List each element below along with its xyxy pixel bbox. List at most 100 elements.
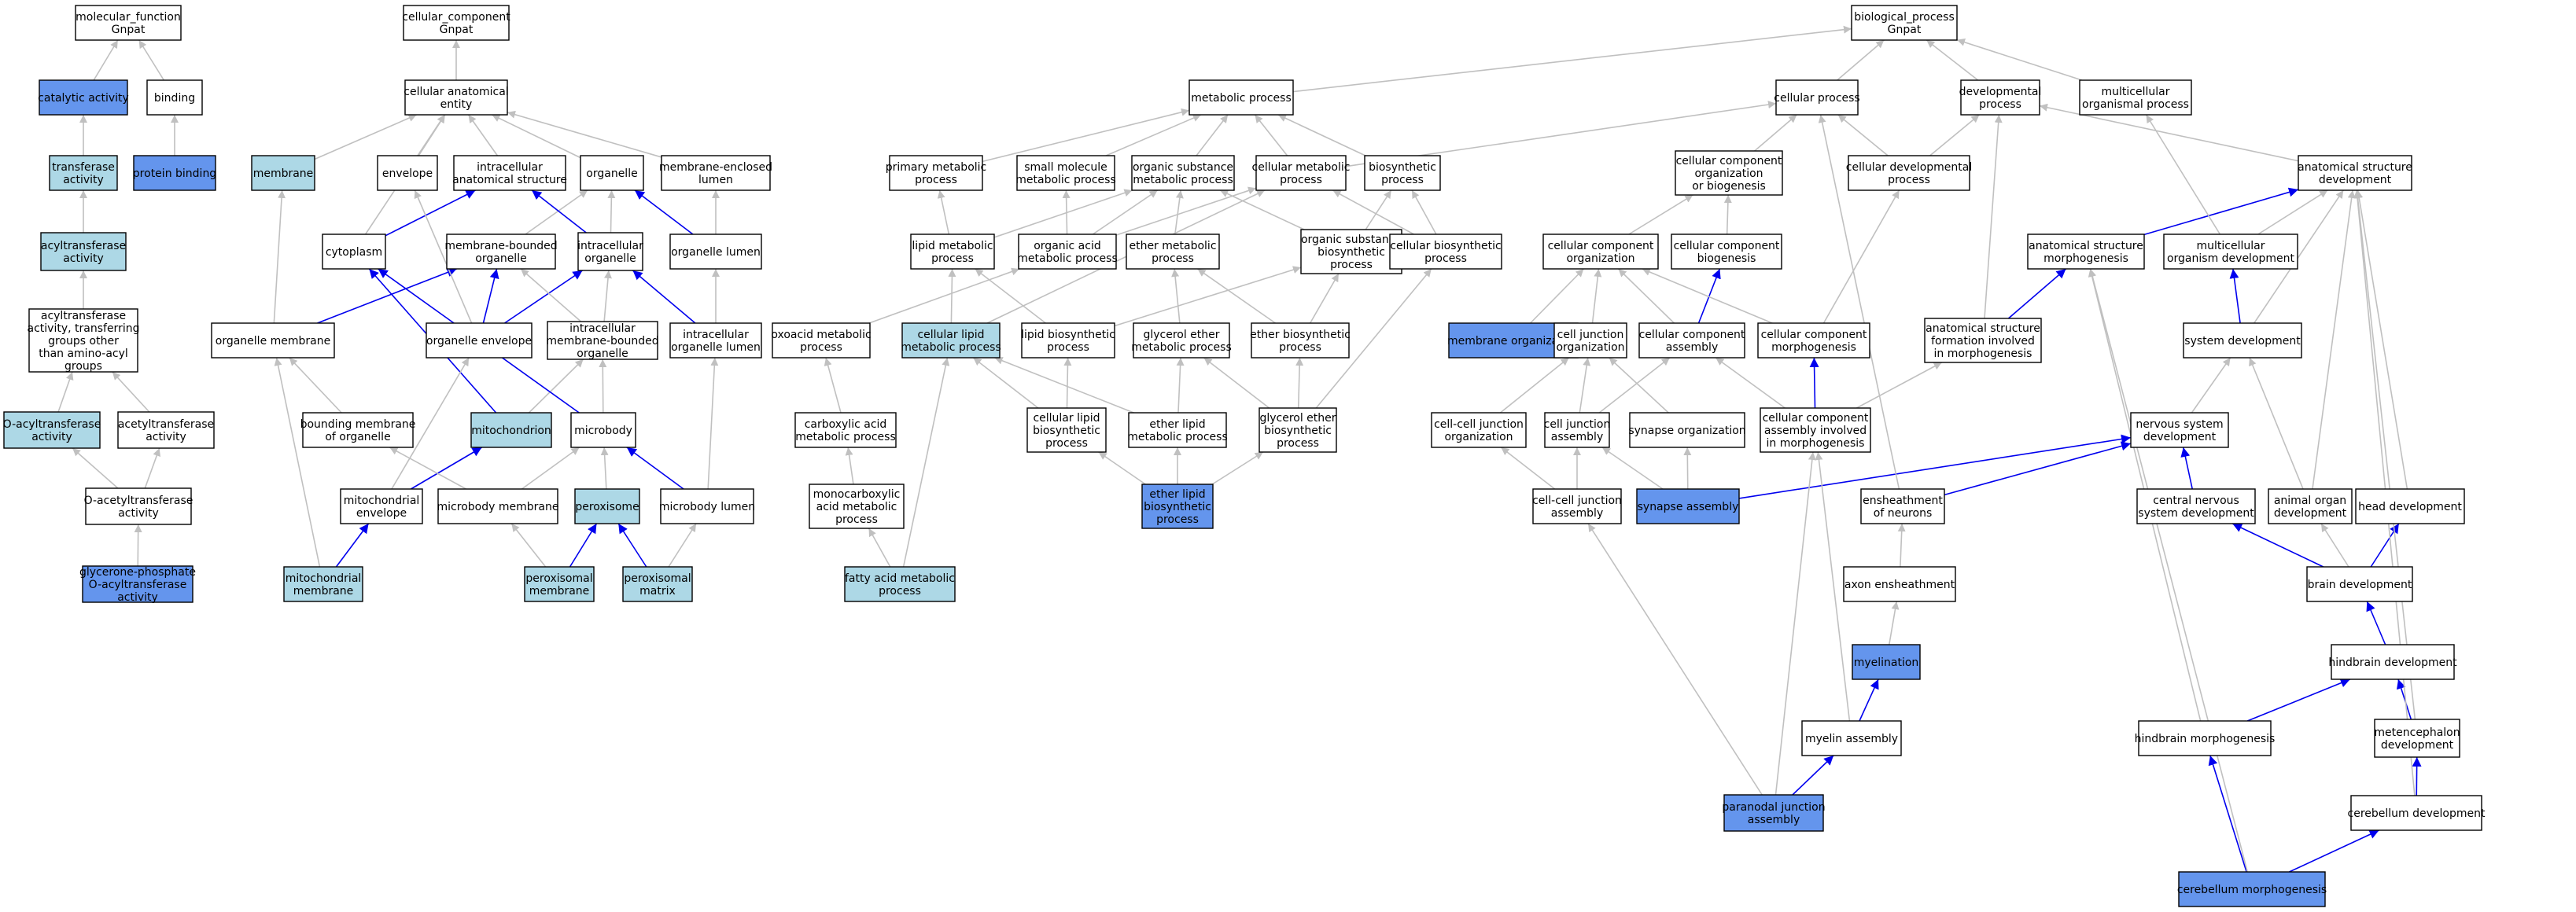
go-term-cat[interactable]: catalytic activity — [38, 79, 129, 116]
go-term-sysdev[interactable]: system development — [2183, 322, 2302, 359]
go-term-perox[interactable]: peroxisome — [574, 488, 640, 524]
go-term-membrane[interactable]: membrane — [251, 155, 315, 191]
go-term-mblumen[interactable]: microbody lumen — [659, 488, 755, 524]
go-term-cellp[interactable]: cellular process — [1774, 79, 1860, 116]
go-term-cbdev[interactable]: cerebellum development — [2348, 795, 2486, 831]
go-term-hbmorph[interactable]: hindbrain morphogenesis — [2135, 720, 2276, 756]
go-term-envelope[interactable]: envelope — [377, 155, 438, 191]
go-term-myelination[interactable]: myelination — [1852, 644, 1921, 680]
go-term-hbdev[interactable]: hindbrain development — [2328, 644, 2457, 680]
go-term-braindev[interactable]: brain development — [2306, 566, 2413, 602]
go-term-label: cellular process — [1774, 92, 1859, 105]
go-term-bind[interactable]: binding — [146, 79, 203, 116]
go-term-mbmem[interactable]: microbody membrane — [437, 488, 559, 524]
go-term-synorg[interactable]: synapse organization — [1628, 412, 1746, 448]
go-term-axon[interactable]: axon ensheathment — [1843, 566, 1956, 602]
go-term-label-line: multicellular — [2197, 240, 2265, 252]
go-term-cytoplasm[interactable]: cytoplasm — [322, 234, 386, 270]
go-term-metab[interactable]: metabolic process — [1188, 79, 1294, 116]
go-term-mito[interactable]: mitochondrion — [470, 412, 552, 448]
go-term-oenv[interactable]: organelle envelope — [426, 322, 533, 359]
go-term-pbind[interactable]: protein binding — [133, 155, 216, 191]
go-term-myelasm[interactable]: myelin assembly — [1801, 720, 1902, 756]
go-term-omem[interactable]: organelle membrane — [211, 322, 335, 359]
go-term-organelle[interactable]: organelle — [580, 155, 644, 191]
go-term-synasm[interactable]: synapse assembly — [1636, 488, 1740, 524]
go-term-box — [1532, 488, 1622, 524]
go-term-cbmorph[interactable]: cerebellum morphogenesis — [2177, 871, 2327, 907]
go-term-olumen[interactable]: organelle lumen — [669, 234, 762, 270]
go-term-microbody[interactable]: microbody — [570, 412, 636, 448]
go-term-headdev[interactable]: head development — [2355, 488, 2465, 524]
